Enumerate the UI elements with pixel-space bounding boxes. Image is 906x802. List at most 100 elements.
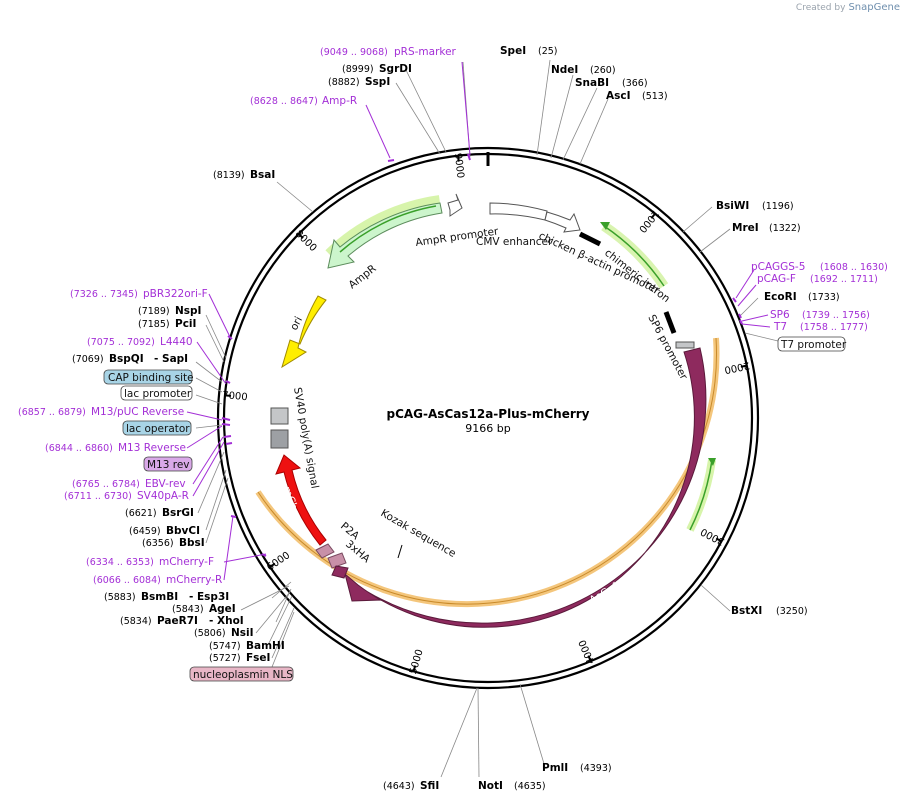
site-paer7i: PaeR7I: [157, 615, 198, 627]
site-bbvci: BbvCI: [166, 525, 200, 537]
primer-pcaggs-5: pCAGGS-5: [751, 261, 805, 273]
primer-prs-marker-pos: (9049 .. 9068): [320, 47, 388, 58]
site-nspi: NspI: [175, 305, 201, 317]
tick-label-6000: 6000: [265, 550, 292, 573]
site-agei-pos: (5843): [172, 604, 204, 615]
t7-promoter-mark: [675, 341, 695, 349]
site-snabi-pos: (366): [622, 78, 648, 89]
site-snabi: SnaBI: [575, 77, 609, 89]
credit-prefix: Created by: [795, 3, 846, 13]
site-sspi: SspI: [365, 76, 390, 88]
site-bamhi: BamHI: [246, 640, 285, 652]
site-bsrgi: BsrGI: [162, 507, 194, 519]
tick-mark-4000: [587, 655, 592, 662]
plasmid-size: 9166 bp: [465, 422, 510, 435]
site-pmli-pos: (4393): [580, 763, 612, 774]
tick-label-9000: 9000: [452, 152, 466, 179]
backbone-outer-ring: [216, 146, 760, 690]
primer-leaders: [186, 61, 771, 581]
primer-mcherry-f: mCherry-F: [159, 556, 214, 568]
site-bsmbi: BsmBI: [141, 591, 178, 603]
tick-label-2000: 2000: [723, 359, 750, 375]
tick-mark-2000: [740, 364, 747, 368]
label-cap-binding-site: CAP binding site: [108, 372, 194, 384]
box-lac-operator: [122, 420, 192, 436]
mcherry-arrow: [275, 454, 327, 546]
site-spei-pos: (25): [538, 46, 558, 57]
tick-label-4000: 4000: [577, 638, 597, 666]
primer-prs-marker: pRS-marker: [394, 46, 457, 58]
site-fsei-pos: (5727): [209, 653, 241, 664]
tick-label-7000: 7000: [222, 390, 248, 403]
primer-labels: (9049 .. 9068) pRS-marker (8628 .. 8647)…: [18, 46, 888, 586]
site-bsai-pos: (8139): [213, 170, 245, 181]
restriction-sites: SpeI (25) NdeI (260) SnaBI (366) AscI (5…: [72, 45, 840, 792]
site-nsii: NsiI: [231, 627, 254, 639]
cba-promoter-arrow: [544, 211, 581, 233]
nls-segment: [331, 565, 349, 579]
ampr-promoter-arrow: [447, 193, 463, 217]
tick-mark-3000: [715, 537, 722, 543]
credit-brand: SnapGene: [848, 2, 900, 13]
primer-mcherry-r-pos: (6066 .. 6084): [93, 575, 161, 586]
site-asci: AscI: [606, 90, 631, 102]
primer-marks: [221, 153, 743, 557]
site-mrei: MreI: [732, 222, 759, 234]
feature-ori: ori: [288, 315, 305, 333]
primer-ebv-rev: EBV-rev: [145, 478, 186, 490]
ascpf1-arrow: [344, 347, 707, 628]
tick-mark-6000: [269, 562, 276, 568]
site-bamhi-pos: (5747): [209, 641, 241, 652]
ori-arrow: [281, 295, 327, 369]
site-spei: SpeI: [500, 45, 526, 57]
primer-mcherry-r: mCherry-R: [166, 574, 222, 586]
site-bspqi: BspQI: [109, 353, 144, 365]
label-leaders: [195, 59, 779, 778]
primer-pcag-f: pCAG-F: [757, 273, 796, 285]
primer-m13-reverse: M13 Reverse: [118, 442, 186, 454]
p2a-segment: [315, 543, 335, 559]
box-m13-rev: [143, 456, 193, 472]
ampr-arrow: [327, 202, 443, 269]
tick-mark-7000: [224, 394, 232, 397]
primer-sv40pa-r-pos: (6711 .. 6730): [64, 491, 132, 502]
sp6-mark: [663, 311, 677, 334]
site-noti-pos: (4635): [514, 781, 546, 792]
site-bbsi-pos: (6356): [142, 538, 174, 549]
site-asci-pos: (513): [642, 91, 668, 102]
site-bspqi-extra: - SapI: [154, 353, 188, 365]
site-bstxi: BstXI: [731, 605, 762, 617]
site-bsiwi: BsiWI: [716, 200, 749, 212]
box-t7-promoter: [777, 336, 846, 352]
primer-l4440-pos: (7075 .. 7092): [87, 337, 155, 348]
primer-sp6: SP6: [770, 309, 790, 321]
ascpf1-inner-head: [708, 458, 716, 466]
site-ndei: NdeI: [551, 64, 578, 76]
primer-pcag-f-pos: (1692 .. 1711): [810, 274, 878, 285]
primer-ebv-rev-pos: (6765 .. 6784): [72, 479, 140, 490]
primer-m13-puc-reverse-pos: (6857 .. 6879): [18, 407, 86, 418]
tick-mark-1000: [650, 213, 656, 219]
site-bspqi-pos: (7069): [72, 354, 104, 365]
feature-ascpf1: AsCpf1: [588, 578, 626, 607]
box-lac-promoter: [120, 385, 193, 401]
tick-mark-5000: [412, 665, 417, 672]
3xha-segment: [327, 552, 347, 569]
feature-3xha: 3xHA: [343, 538, 373, 566]
site-sspi-pos: (8882): [328, 77, 360, 88]
chimeric-intron-mark: [578, 231, 602, 247]
box-nucleoplasmin-nls: [189, 666, 294, 682]
site-bsiwi-pos: (1196): [762, 201, 794, 212]
primer-amp-r: Amp-R: [322, 95, 357, 107]
site-bsai: BsaI: [250, 169, 275, 181]
site-bsrgi-pos: (6621): [125, 508, 157, 519]
tick-label-5000: 5000: [408, 648, 426, 676]
label-m13-rev: M13 rev: [147, 459, 190, 471]
boxed-feature-labels: CAP binding site lac promoter lac operat…: [103, 336, 847, 682]
site-paer7i-extra: - XhoI: [209, 615, 244, 627]
site-nspi-pos: (7189): [138, 306, 170, 317]
site-agei: AgeI: [209, 603, 236, 615]
site-pcii: PciI: [175, 318, 196, 330]
plasmid-name: pCAG-AsCas12a-Plus-mCherry: [387, 407, 590, 421]
